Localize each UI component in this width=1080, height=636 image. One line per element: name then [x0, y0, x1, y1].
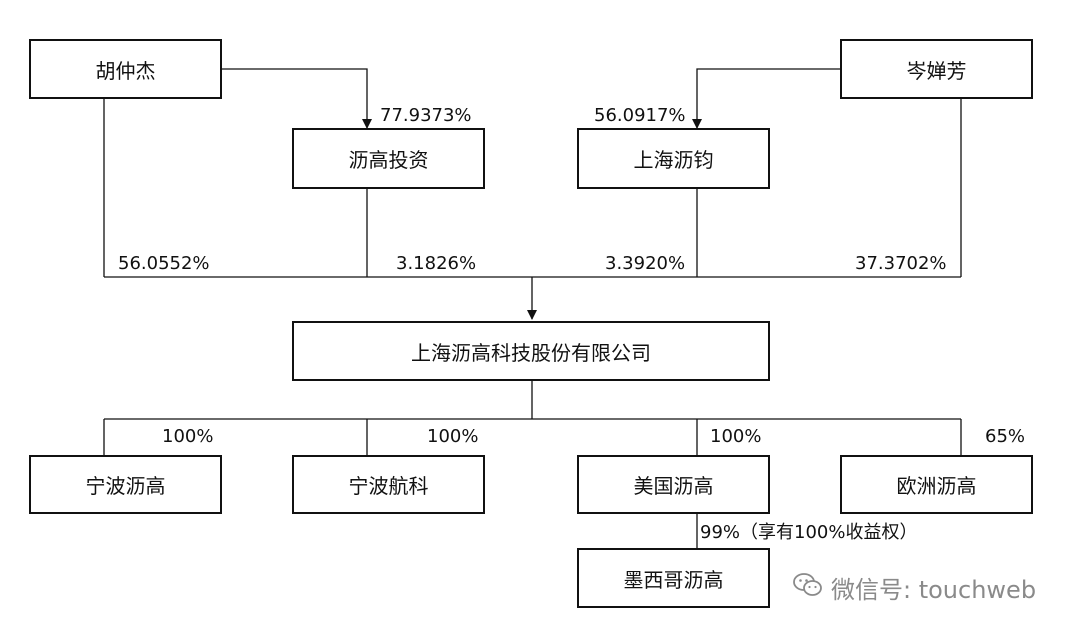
entity-label: 墨西哥沥高 — [623, 567, 724, 592]
entity-label: 胡仲杰 — [95, 58, 156, 83]
watermark-text: 微信号: touchweb — [831, 576, 1037, 604]
entity-eu-ligao: 欧洲沥高 — [840, 455, 1033, 514]
entity-mexico-ligao: 墨西哥沥高 — [577, 548, 770, 608]
entity-label: 宁波沥高 — [85, 474, 166, 498]
entity-label: 美国沥高 — [633, 474, 714, 498]
share-cen-to-shanghai-lijun: 56.0917% — [594, 105, 686, 126]
entity-label: 上海沥高科技股份有限公司 — [411, 340, 651, 365]
entity-ningbo-hangke: 宁波航科 — [292, 455, 485, 514]
line-hu-to-ligao-investment — [222, 68, 372, 129]
entity-label: 岑婵芳 — [906, 58, 967, 83]
share-company-to-eu-ligao: 65% — [985, 426, 1026, 447]
share-shanghai-lijun-to-company: 3.3920% — [605, 253, 686, 274]
entity-cen-chanfang: 岑婵芳 — [840, 39, 1033, 99]
entity-label: 沥高投资 — [348, 148, 429, 172]
entity-us-ligao: 美国沥高 — [577, 455, 770, 514]
entity-label: 欧洲沥高 — [896, 474, 977, 498]
line-cen-to-shanghai-lijun — [692, 68, 840, 129]
share-hu-to-company: 56.0552% — [118, 253, 210, 274]
entity-hu-zhongjie: 胡仲杰 — [29, 39, 222, 99]
share-company-to-ningbo-ligao: 100% — [162, 426, 214, 447]
entity-ningbo-ligao: 宁波沥高 — [29, 455, 222, 514]
share-hu-to-ligao-investment: 77.9373% — [380, 105, 472, 126]
share-cen-to-company: 37.3702% — [855, 253, 947, 274]
entity-label: 上海沥钧 — [633, 148, 714, 172]
share-ligao-investment-to-company: 3.1826% — [396, 253, 477, 274]
share-us-to-mexico: 99%（享有100%收益权） — [700, 522, 918, 543]
share-company-to-us-ligao: 100% — [710, 426, 762, 447]
entity-shanghai-lijun: 上海沥钧 — [577, 128, 770, 189]
entity-company: 上海沥高科技股份有限公司 — [292, 321, 770, 381]
watermark: 微信号: touchweb — [793, 570, 1036, 605]
share-company-to-ningbo-hangke: 100% — [427, 426, 479, 447]
wechat-icon — [793, 572, 823, 604]
entity-ligao-investment: 沥高投资 — [292, 128, 485, 189]
entity-label: 宁波航科 — [348, 474, 429, 498]
